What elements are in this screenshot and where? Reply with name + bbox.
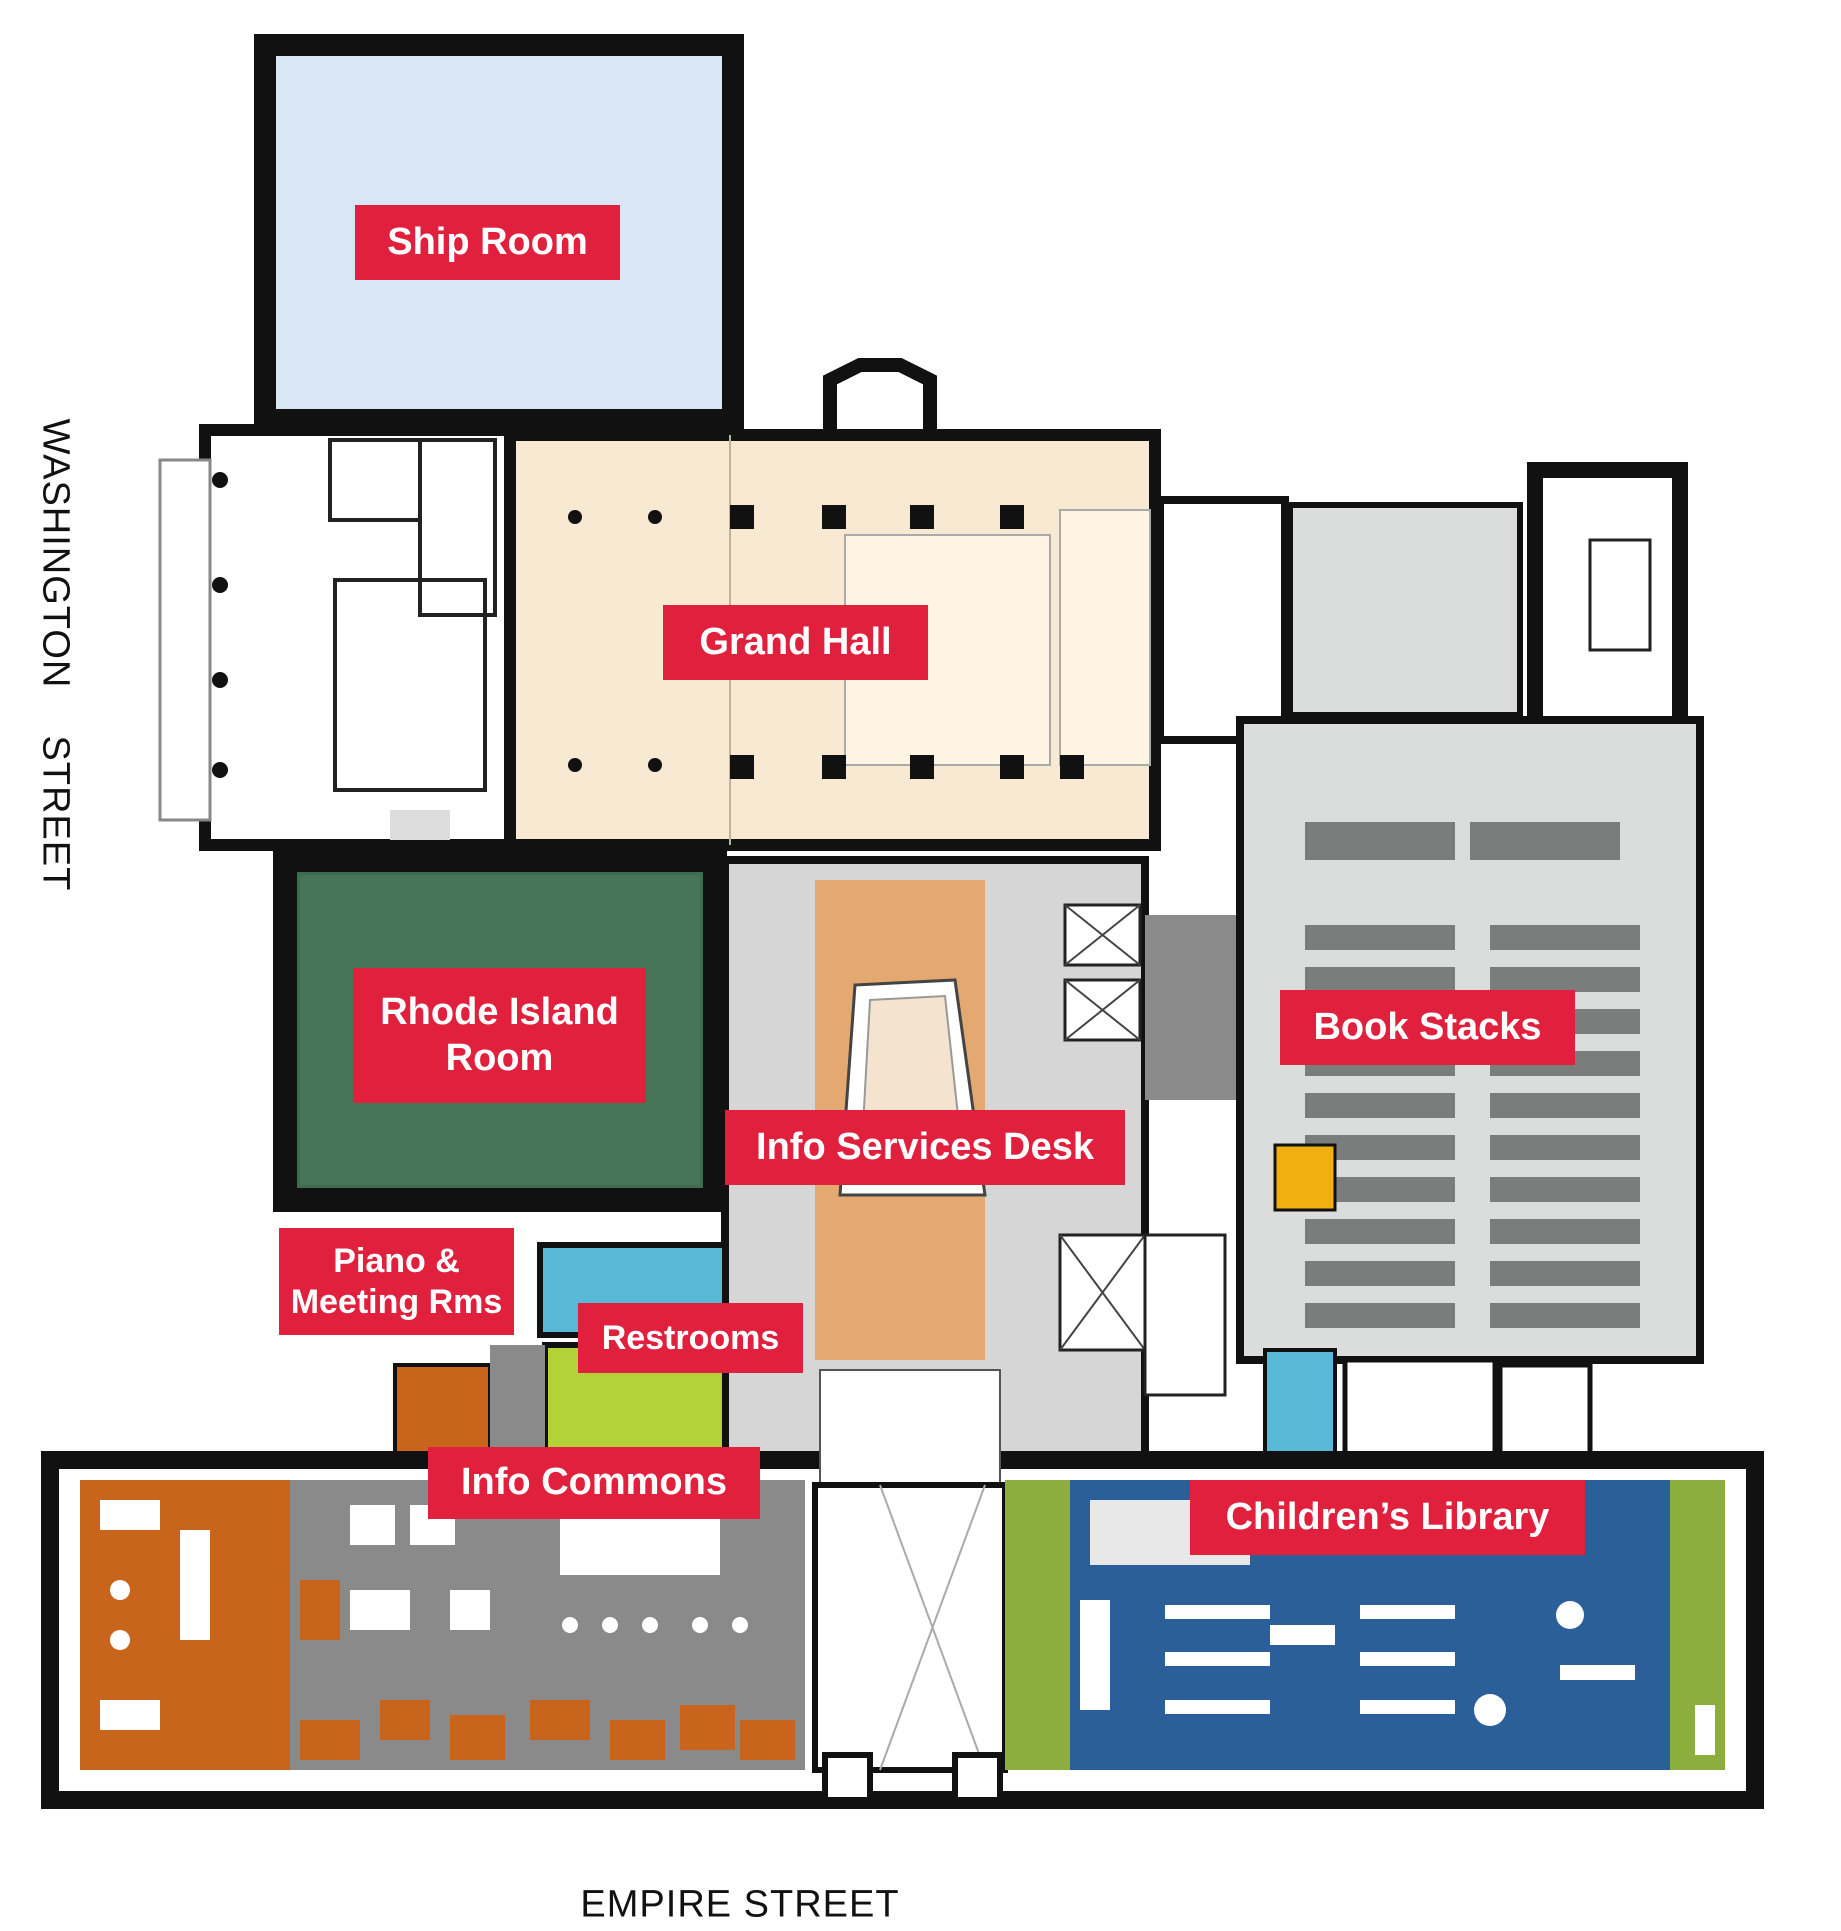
- info-commons: [80, 1480, 805, 1770]
- label-piano-meeting-rooms: Piano & Meeting Rms: [279, 1228, 514, 1335]
- label-info-commons: Info Commons: [428, 1447, 760, 1519]
- label-info-services-desk: Info Services Desk: [725, 1110, 1125, 1185]
- label-childrens-library: Children’s Library: [1190, 1480, 1585, 1555]
- label-grand-hall: Grand Hall: [663, 605, 928, 680]
- west-entry-block: [158, 424, 516, 851]
- label-ship-room: Ship Room: [355, 205, 620, 280]
- ship-room: [254, 34, 744, 431]
- south-entry: [812, 1369, 1008, 1803]
- empire-street-label: EMPIRE STREET: [580, 1883, 900, 1926]
- label-book-stacks: Book Stacks: [1280, 990, 1575, 1065]
- label-rhode-island-room: Rhode Island Room: [353, 968, 646, 1103]
- washington-street-label: WASHINGTON STREET: [34, 418, 77, 892]
- label-restrooms: Restrooms: [578, 1303, 803, 1373]
- east-annex: [1156, 462, 1688, 808]
- ship-room-fill: [254, 34, 744, 431]
